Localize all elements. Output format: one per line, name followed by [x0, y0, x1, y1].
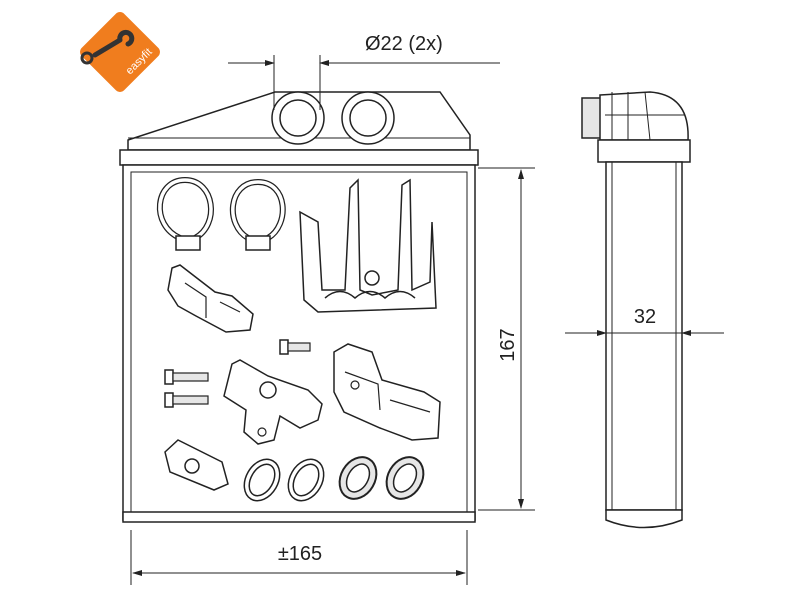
hose-clamp-2 — [229, 178, 286, 251]
pipe-diameter-dimension: Ø22 (2x) — [228, 33, 500, 110]
side-core-body — [605, 161, 683, 511]
side-pipe-stub — [581, 97, 603, 139]
depth-dimension: 32 — [565, 306, 724, 336]
screw-3 — [164, 392, 209, 408]
side-top-flange — [597, 139, 691, 163]
o-ring-1 — [243, 458, 281, 502]
height-label: 167 — [497, 328, 519, 361]
pipe-diameter-label: Ø22 (2x) — [365, 33, 443, 55]
o-ring-4-inner — [392, 463, 418, 493]
heater-core-side-view — [581, 91, 691, 529]
outlet-pipe-bore — [349, 99, 387, 137]
height-dimension: 167 — [478, 167, 535, 511]
hose-clamp-1 — [156, 176, 214, 251]
o-ring-2 — [287, 458, 325, 502]
nut-clip — [164, 439, 229, 491]
o-ring-2-inner — [292, 463, 320, 497]
right-bracket — [333, 343, 441, 441]
width-dimension: ±165 — [130, 530, 468, 585]
width-label: ±165 — [278, 543, 322, 565]
screw-1 — [279, 339, 311, 355]
side-pipe-elbow — [599, 91, 689, 141]
logo-diamond-shape — [80, 12, 160, 92]
inlet-pipe-bore — [279, 99, 317, 137]
small-bracket — [167, 264, 254, 333]
large-mounting-bracket — [299, 178, 437, 313]
easyfit-logo: easyfit — [80, 12, 160, 92]
bottom-flange — [122, 511, 476, 523]
depth-label: 32 — [634, 306, 656, 328]
o-ring-1-inner — [248, 463, 276, 497]
mounting-kit — [156, 176, 441, 502]
o-ring-3-inner — [345, 463, 371, 493]
wrench-icon — [92, 29, 135, 58]
top-flange — [119, 149, 479, 166]
side-bottom-cap — [605, 509, 683, 529]
wrench-ring-icon — [80, 51, 94, 65]
center-bracket — [223, 359, 323, 445]
screw-2 — [164, 369, 209, 385]
